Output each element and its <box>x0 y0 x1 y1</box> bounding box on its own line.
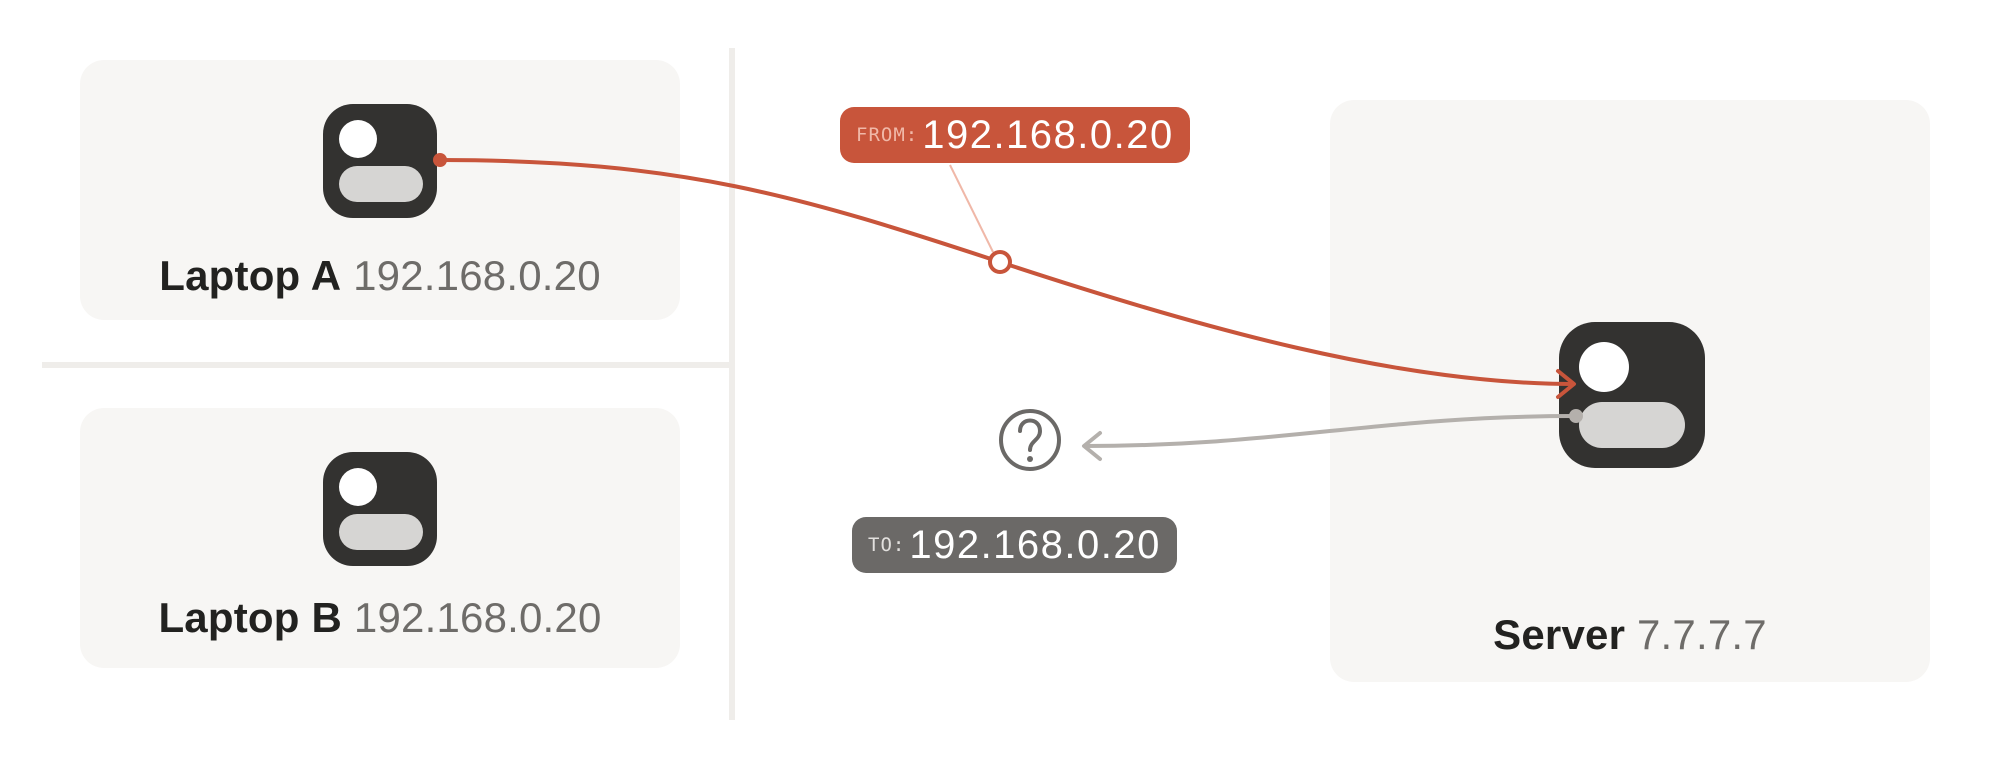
laptop-b-label: Laptop B 192.168.0.20 <box>80 594 680 642</box>
computer-icon-bar <box>339 514 423 550</box>
computer-icon <box>323 104 437 218</box>
computer-icon <box>1559 322 1705 468</box>
laptop-a-ip: 192.168.0.20 <box>353 252 601 299</box>
laptop-a-name: Laptop A <box>159 252 342 299</box>
server-ip: 7.7.7.7 <box>1637 611 1767 658</box>
computer-icon <box>323 452 437 566</box>
laptop-b-ip: 192.168.0.20 <box>353 594 602 641</box>
packet-marker <box>988 250 1012 274</box>
reply-arrowhead-icon <box>1082 431 1102 461</box>
computer-icon-dot <box>1579 342 1629 392</box>
reply-start-dot <box>1569 409 1583 423</box>
packet-source-tag: FROM: 192.168.0.20 <box>840 107 1190 163</box>
packet-source-key: FROM: <box>856 124 919 146</box>
server-name: Server <box>1493 611 1626 658</box>
packet-tag-leader-line <box>949 164 994 253</box>
packet-destination-value: 192.168.0.20 <box>909 522 1161 567</box>
computer-icon-dot <box>339 120 377 158</box>
reply-connection-line <box>1083 414 1578 448</box>
laptop-a-label: Laptop A 192.168.0.20 <box>80 252 680 300</box>
laptop-b-name: Laptop B <box>158 594 343 641</box>
divider-vertical <box>729 48 735 720</box>
computer-icon-bar <box>1579 402 1685 448</box>
divider-horizontal <box>42 362 732 368</box>
question-mark-icon <box>999 409 1061 471</box>
packet-source-value: 192.168.0.20 <box>922 112 1174 157</box>
packet-destination-key: TO: <box>868 534 906 556</box>
outgoing-arrowhead-icon <box>1556 369 1576 399</box>
computer-icon-dot <box>339 468 377 506</box>
computer-icon-bar <box>339 166 423 202</box>
server-label: Server 7.7.7.7 <box>1330 611 1930 659</box>
outgoing-start-dot <box>433 153 447 167</box>
packet-destination-tag: TO: 192.168.0.20 <box>852 517 1177 573</box>
